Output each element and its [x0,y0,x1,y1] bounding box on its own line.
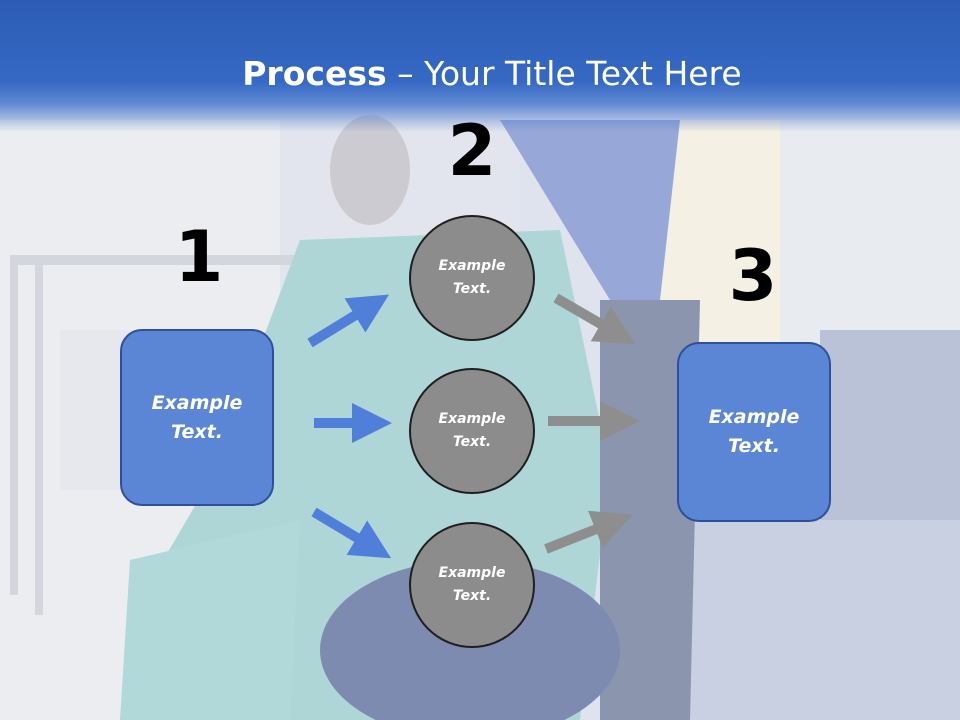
left-box-text: Example Text. [151,391,243,443]
slide-title: Process – Your Title Text Here [0,54,960,94]
arrow-blue-down [311,507,392,559]
circle-top: Example Text. [409,215,535,341]
step-number-2: 2 [447,110,497,192]
arrow-blue-up [307,294,390,348]
circle-middle: Example Text. [409,368,535,494]
title-rest: – Your Title Text Here [386,54,742,93]
circle-top-text: Example Text. [438,258,506,297]
step-number-1: 1 [174,216,224,298]
right-box: Example Text. [677,342,831,522]
arrow-gray-down [553,293,636,345]
circle-bottom-text: Example Text. [438,565,506,604]
left-box: Example Text. [120,329,274,506]
title-bold: Process [242,54,387,93]
right-box-text: Example Text. [708,406,800,457]
circle-bottom: Example Text. [409,522,535,648]
title-bar [0,0,960,132]
step-number-3: 3 [728,235,778,317]
arrow-gray-up [544,510,633,554]
circle-middle-text: Example Text. [438,411,506,450]
